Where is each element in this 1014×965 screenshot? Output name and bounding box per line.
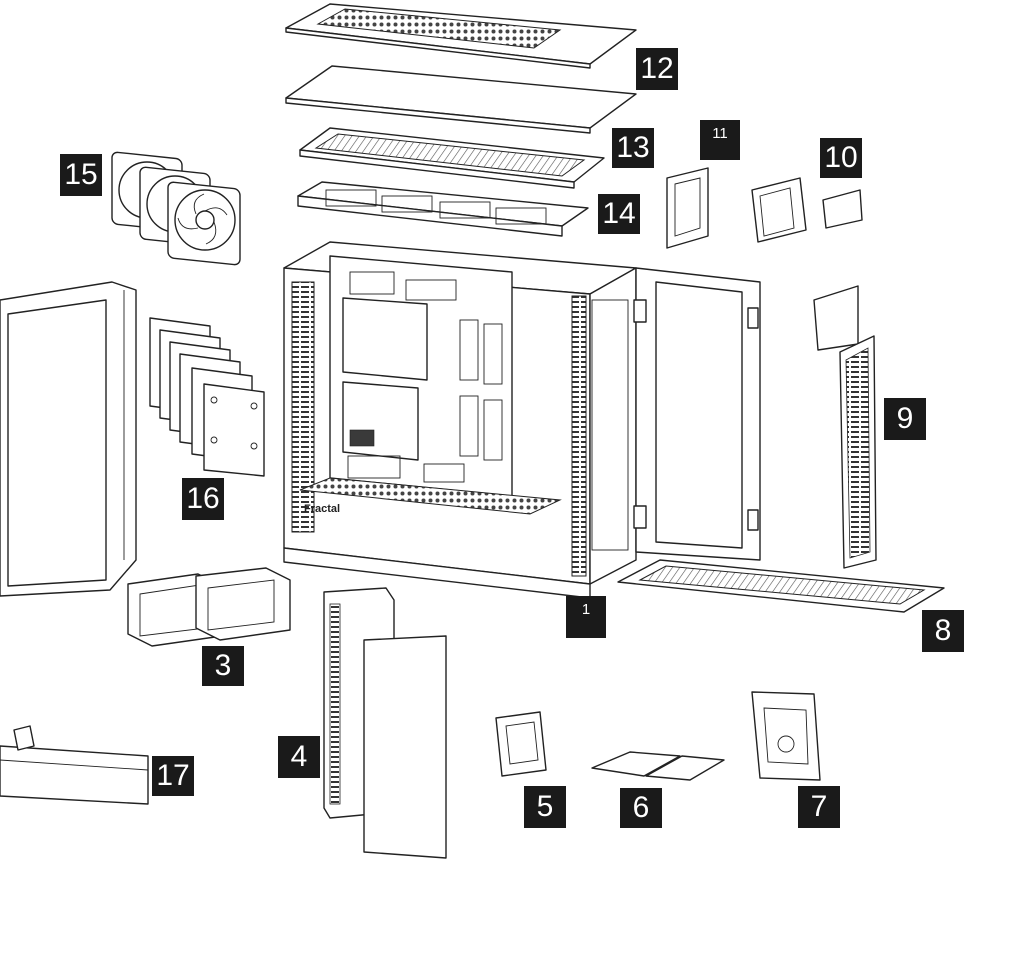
drive-trays [149,317,265,477]
psu-shroud [0,725,149,805]
callout-10: 10 [820,138,862,178]
ssd-plates [591,751,725,781]
side-panel [0,281,137,597]
mounting-bracket [751,691,821,781]
top-dust-filter [299,127,605,189]
callout-17: 17 [152,756,194,796]
callout-5: 5 [524,786,566,828]
brand-logo-text: Fractal [304,503,340,515]
callout-1: 1 [566,596,606,638]
callout-7: 7 [798,786,840,828]
front-door [633,267,761,561]
psu-cover-panel [323,587,447,859]
callout-15: 15 [60,154,102,196]
callout-14: 14 [598,194,640,234]
callout-6: 6 [620,788,662,828]
callout-11: 11 [700,120,740,160]
callout-8: 8 [922,610,964,652]
drive-cage [751,177,863,243]
case-fans [111,151,241,266]
bottom-dust-filter [617,559,945,613]
callout-12: 12 [636,48,678,90]
fan-hub-bracket [495,711,547,777]
top-fan-bracket [297,181,589,237]
ssd-bracket [666,167,709,249]
hdd-cages [127,567,291,647]
callout-13: 13 [612,128,654,168]
front-dust-filter [813,285,877,569]
top-panel-mesh [285,3,637,69]
chassis [283,241,637,599]
callout-3: 3 [202,646,244,686]
top-panel-plate [285,65,637,134]
callout-9: 9 [884,398,926,440]
callout-4: 4 [278,736,320,778]
callout-16: 16 [182,478,224,520]
